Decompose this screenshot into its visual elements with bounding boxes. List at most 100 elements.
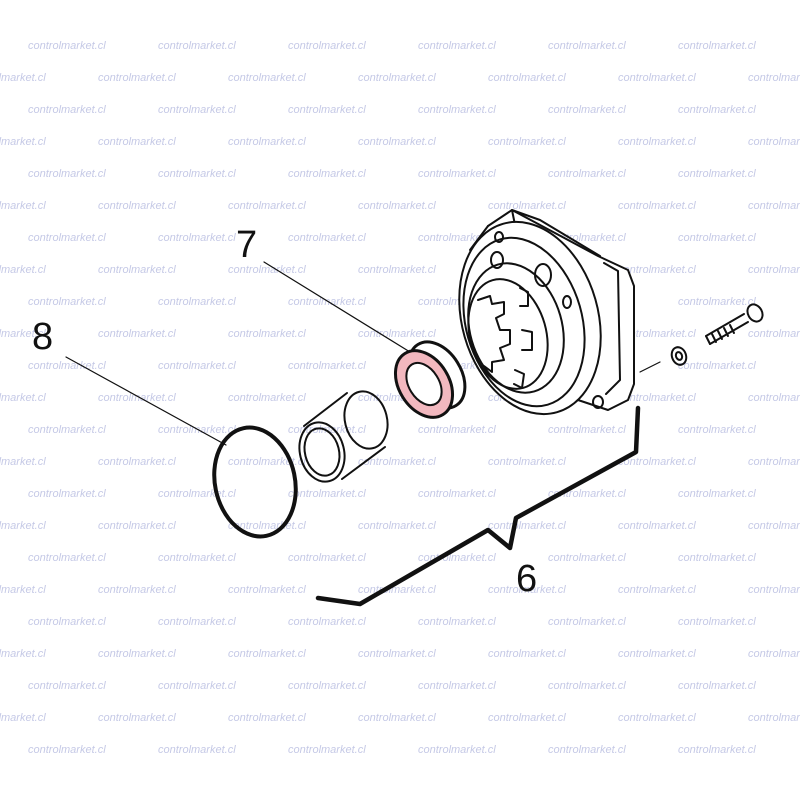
watermark-text: controlmarket.cl xyxy=(678,104,756,116)
watermark-text: controlmarket.cl xyxy=(158,552,236,564)
watermark-text: controlmarket.cl xyxy=(488,520,566,532)
watermark-text: controlmarket.cl xyxy=(228,136,306,148)
watermark-text: controlmarket.cl xyxy=(0,456,46,468)
leader-line-7 xyxy=(263,261,411,353)
watermark-text: controlmarket.cl xyxy=(288,104,366,116)
watermark-text: controlmarket.cl xyxy=(98,456,176,468)
watermark-text: controlmarket.cl xyxy=(618,264,696,276)
watermark-text: controlmarket.cl xyxy=(288,296,366,308)
watermark-text: controlmarket.cl xyxy=(548,744,626,756)
watermark-text: controlmarket.cl xyxy=(618,584,696,596)
watermark-text: controlmarket.cl xyxy=(358,712,436,724)
watermark-text: controlmarket.cl xyxy=(28,40,106,52)
watermark-text: controlmarket.cl xyxy=(618,72,696,84)
watermark-text: controlmarket.cl xyxy=(418,104,496,116)
watermark-text: controlmarket.cl xyxy=(98,72,176,84)
watermark-text: controlmarket.cl xyxy=(548,104,626,116)
flange-housing xyxy=(458,209,635,416)
watermark-text: controlmarket.cl xyxy=(488,456,566,468)
watermark-text: controlmarket.cl xyxy=(228,712,306,724)
watermark-text: controlmarket.cl xyxy=(288,552,366,564)
watermark-text: controlmarket.cl xyxy=(678,232,756,244)
watermark-text: controlmarket.cl xyxy=(228,328,306,340)
watermark-text: controlmarket.cl xyxy=(28,488,106,500)
watermark-text: controlmarket.cl xyxy=(678,616,756,628)
watermark-text: controlmarket.cl xyxy=(748,136,800,148)
watermark-text: controlmarket.cl xyxy=(0,328,46,340)
watermark-text: controlmarket.cl xyxy=(358,328,436,340)
watermark-text: controlmarket.cl xyxy=(358,136,436,148)
watermark-text: controlmarket.cl xyxy=(158,424,236,436)
watermark-text: controlmarket.cl xyxy=(618,200,696,212)
watermark-text: controlmarket.cl xyxy=(748,456,800,468)
callout-label-7: 7 xyxy=(236,224,258,266)
watermark-text: controlmarket.cl xyxy=(28,296,106,308)
watermark-text: controlmarket.cl xyxy=(618,648,696,660)
watermark-text: controlmarket.cl xyxy=(228,264,306,276)
watermark-text: controlmarket.cl xyxy=(288,616,366,628)
watermark-text: controlmarket.cl xyxy=(28,168,106,180)
watermark-text: controlmarket.cl xyxy=(748,72,800,84)
watermark-text: controlmarket.cl xyxy=(678,744,756,756)
watermark-text: controlmarket.cl xyxy=(678,552,756,564)
watermark-text: controlmarket.cl xyxy=(228,200,306,212)
watermark-text: controlmarket.cl xyxy=(288,744,366,756)
watermark-text: controlmarket.cl xyxy=(0,712,46,724)
watermark-text: controlmarket.cl xyxy=(548,168,626,180)
watermark-text: controlmarket.cl xyxy=(418,168,496,180)
watermark-text: controlmarket.cl xyxy=(678,680,756,692)
watermark-text: controlmarket.cl xyxy=(488,584,566,596)
watermark-text: controlmarket.cl xyxy=(98,392,176,404)
watermark-text: controlmarket.cl xyxy=(288,360,366,372)
watermark-text: controlmarket.cl xyxy=(0,264,46,276)
watermark-text: controlmarket.cl xyxy=(358,648,436,660)
watermark-text: controlmarket.cl xyxy=(678,360,756,372)
watermark-text: controlmarket.cl xyxy=(158,360,236,372)
watermark-text: controlmarket.cl xyxy=(98,648,176,660)
o-ring-part-8 xyxy=(212,425,298,539)
leader-lines xyxy=(65,261,661,446)
watermark-text: controlmarket.cl xyxy=(288,680,366,692)
watermark-text: controlmarket.cl xyxy=(748,328,800,340)
watermark-text: controlmarket.cl xyxy=(28,424,106,436)
watermark-text: controlmarket.cl xyxy=(98,520,176,532)
watermark-text: controlmarket.cl xyxy=(488,200,566,212)
watermark-text: controlmarket.cl xyxy=(488,72,566,84)
watermark-text: controlmarket.cl xyxy=(748,200,800,212)
watermark-text: controlmarket.cl xyxy=(0,200,46,212)
watermark-text: controlmarket.cl xyxy=(158,296,236,308)
callout-label-6: 6 xyxy=(516,558,538,600)
watermark-text: controlmarket.cl xyxy=(618,392,696,404)
watermark-text: controlmarket.cl xyxy=(98,712,176,724)
callout-label-8: 8 xyxy=(32,316,54,358)
watermark-text: controlmarket.cl xyxy=(678,424,756,436)
watermark-text: controlmarket.cl xyxy=(28,680,106,692)
watermark-text: controlmarket.cl xyxy=(748,712,800,724)
watermark-text: controlmarket.cl xyxy=(158,168,236,180)
leader-line-washer xyxy=(639,361,661,373)
watermark-text: controlmarket.cl xyxy=(678,296,756,308)
watermark-text: controlmarket.cl xyxy=(98,264,176,276)
watermark-text: controlmarket.cl xyxy=(618,520,696,532)
watermark-text: controlmarket.cl xyxy=(98,584,176,596)
watermark-text: controlmarket.cl xyxy=(418,424,496,436)
watermark-text: controlmarket.cl xyxy=(0,648,46,660)
watermark-text: controlmarket.cl xyxy=(548,552,626,564)
watermark-text: controlmarket.cl xyxy=(288,488,366,500)
watermark-text: controlmarket.cl xyxy=(0,520,46,532)
watermark-text: controlmarket.cl xyxy=(288,232,366,244)
watermark-text: controlmarket.cl xyxy=(0,392,46,404)
watermark-text: controlmarket.cl xyxy=(158,616,236,628)
watermark-text: controlmarket.cl xyxy=(0,72,46,84)
watermark-text: controlmarket.cl xyxy=(358,72,436,84)
shaft-seal-part-7 xyxy=(393,340,467,419)
watermark-text: controlmarket.cl xyxy=(288,40,366,52)
watermark-text: controlmarket.cl xyxy=(158,744,236,756)
watermark-text: controlmarket.cl xyxy=(748,264,800,276)
watermark-text: controlmarket.cl xyxy=(548,40,626,52)
watermark-text: controlmarket.cl xyxy=(98,328,176,340)
watermark-text: controlmarket.cl xyxy=(748,520,800,532)
watermark-text: controlmarket.cl xyxy=(418,488,496,500)
